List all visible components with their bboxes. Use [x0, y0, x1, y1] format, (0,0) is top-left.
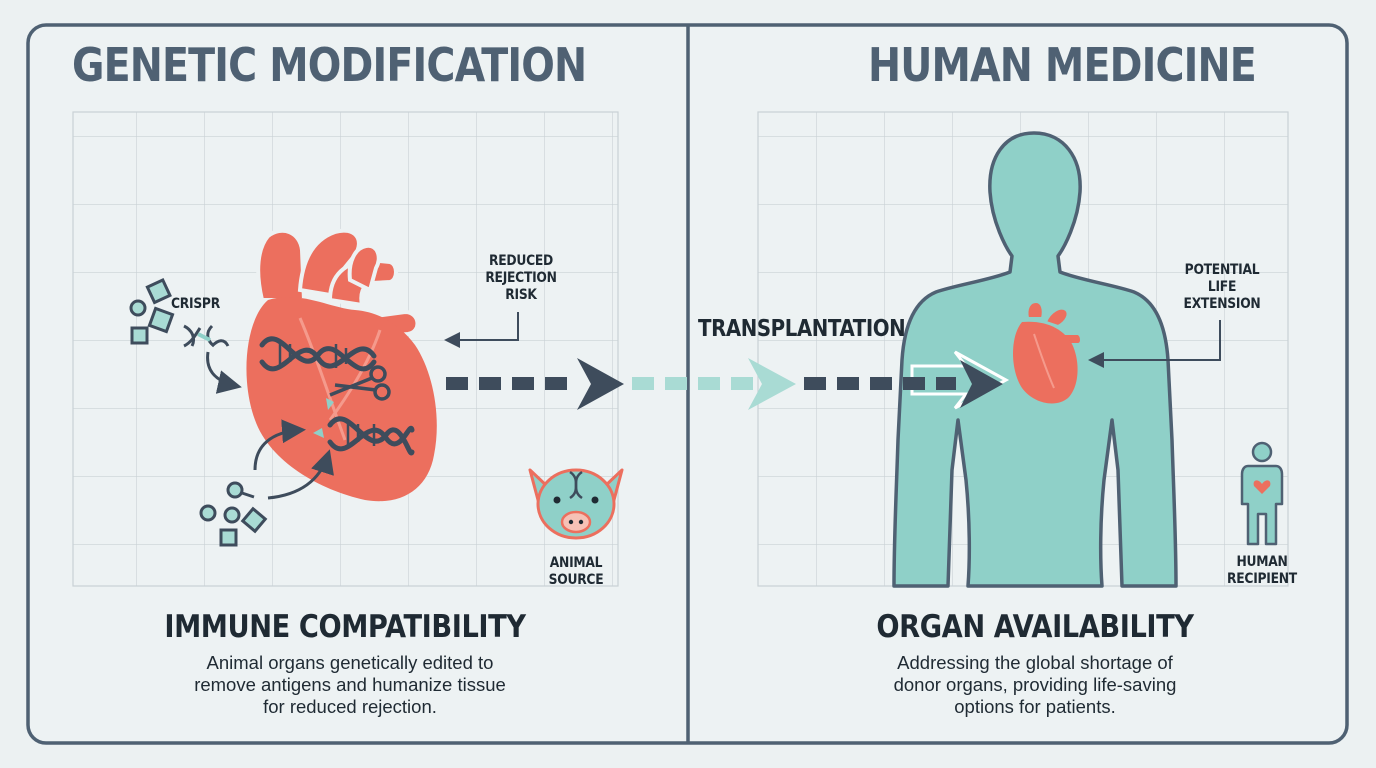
reduced-rejection-label: REDUCED REJECTION RISK	[485, 253, 557, 303]
body-arrow-icon	[804, 360, 1003, 408]
life-extension-callout-line	[1088, 320, 1221, 368]
crispr-arrow	[206, 351, 242, 394]
molecule-arrow	[267, 449, 334, 500]
dna-fragment	[326, 398, 334, 410]
dna-fragment	[313, 428, 324, 438]
left-panel-subtitle: IMMUNE COMPATIBILITY	[164, 609, 526, 645]
molecule-cluster-icon	[199, 481, 268, 547]
animal-source-label: ANIMAL SOURCE	[548, 555, 604, 588]
molecule-arrow	[253, 419, 306, 471]
heart-organ-icon	[246, 228, 437, 502]
scissors-icon	[329, 365, 391, 401]
molecule-cluster-icon	[129, 277, 175, 345]
crispr-icon	[183, 324, 230, 348]
dna-rungs	[278, 340, 376, 446]
rejection-callout-line	[444, 312, 519, 348]
crispr-label: CRISPR	[171, 296, 220, 312]
small-human-icon	[1240, 441, 1284, 546]
human-recipient-label: HUMAN RECIPIENT	[1227, 554, 1297, 587]
transplantation-label: TRANSPLANTATION	[698, 316, 906, 342]
left-panel-title: GENETIC MODIFICATION	[72, 38, 587, 92]
left-panel-description: Animal organs genetically edited to remo…	[194, 652, 506, 717]
pig-icon	[528, 468, 624, 540]
right-panel-description: Addressing the global shortage of donor …	[893, 652, 1177, 717]
right-panel-title: HUMAN MEDICINE	[868, 38, 1257, 92]
life-extension-label: POTENTIAL LIFE EXTENSION	[1183, 262, 1261, 312]
heart-organ-icon	[1013, 300, 1082, 404]
transplant-arrow-icon	[446, 358, 796, 410]
right-panel-subtitle: ORGAN AVAILABILITY	[876, 609, 1194, 645]
